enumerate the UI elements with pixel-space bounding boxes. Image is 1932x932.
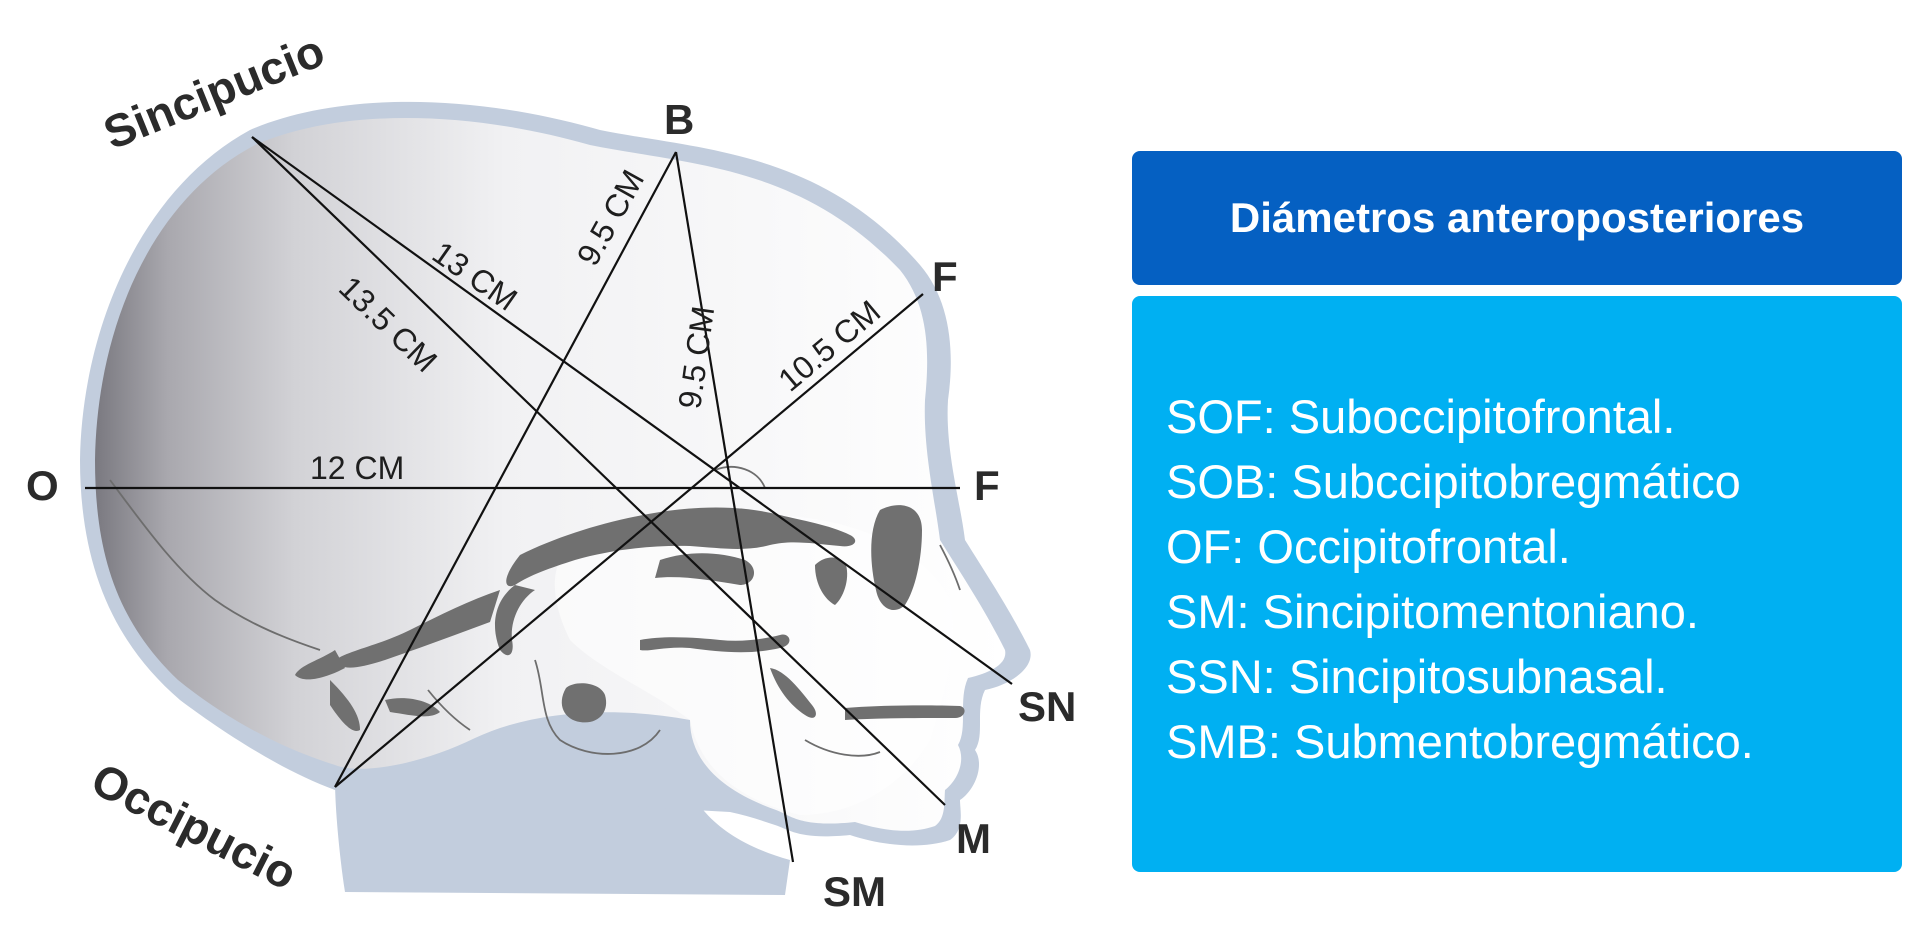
point-f-upper: F: [932, 253, 958, 300]
point-sm: SM: [823, 868, 886, 915]
line-sof: [334, 293, 924, 788]
line-smb: [674, 151, 795, 863]
eye-socket: [871, 505, 922, 610]
point-o: O: [26, 462, 59, 509]
skull-diagram: 12 CM 13 CM 13.5 CM 9.5 CM 9.5 CM 10.5 C…: [26, 24, 1076, 915]
point-m: M: [956, 815, 991, 862]
definition-sof: SOF: Suboccipitofrontal.: [1166, 390, 1676, 443]
point-f-mid: F: [974, 462, 1000, 509]
line-sob: [334, 151, 677, 788]
region-occipucio: Occipucio: [83, 753, 305, 900]
line-sm: [251, 136, 946, 806]
cranial-bones: [295, 505, 965, 731]
definition-sob: SOB: Subccipitobregmático: [1166, 455, 1741, 508]
definition-sm: SM: Sincipitomentoniano.: [1166, 585, 1699, 638]
definition-ssn: SSN: Sincipitosubnasal.: [1166, 650, 1668, 703]
panel-title: Diámetros anteroposteriores: [1132, 151, 1902, 285]
face-region: [554, 514, 954, 815]
definition-smb: SMB: Submentobregmático.: [1166, 715, 1754, 768]
line-ssn: [251, 136, 1013, 685]
point-b: B: [664, 96, 694, 143]
diameter-lines: [85, 136, 1013, 863]
definition-of: OF: Occipitofrontal.: [1166, 520, 1571, 573]
point-sn: SN: [1018, 683, 1076, 730]
definitions-panel: SOF: Suboccipitofrontal. SOB: Subccipito…: [1132, 296, 1902, 872]
panel-title-text: Diámetros anteroposteriores: [1229, 194, 1805, 241]
measure-of: 12 CM: [310, 450, 404, 486]
sutures: [109, 466, 961, 757]
